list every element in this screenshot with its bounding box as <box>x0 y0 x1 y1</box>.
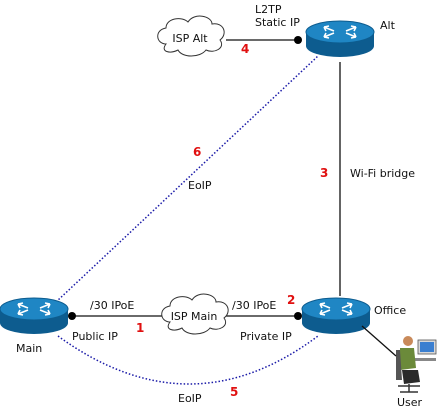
link6-label: EoIP <box>188 179 212 192</box>
link-office-user <box>361 325 397 357</box>
port-main <box>68 312 76 320</box>
isp-alt-cloud: ISP Alt <box>157 15 225 57</box>
port-office <box>294 312 302 320</box>
router-main <box>0 297 69 335</box>
link2-ipoe: /30 IPoE <box>232 299 276 312</box>
link4-label-line2: Static IP <box>255 16 300 29</box>
port-alt <box>294 36 302 44</box>
isp-main-label: ISP Main <box>171 310 218 323</box>
link1-ipoe: /30 IPoE <box>90 299 134 312</box>
router-alt <box>305 20 375 58</box>
label-user: User <box>397 396 423 409</box>
link3-label: Wi-Fi bridge <box>350 167 415 180</box>
link1-ip: Public IP <box>72 330 118 343</box>
link1-number: 1 <box>136 321 144 335</box>
link3-number: 3 <box>320 166 328 180</box>
label-main: Main <box>16 342 42 355</box>
label-office: Office <box>374 304 406 317</box>
tunnel-main-alt <box>55 55 319 303</box>
user-icon <box>396 336 437 393</box>
link2-number: 2 <box>287 293 295 307</box>
isp-main-cloud: ISP Main <box>161 293 229 335</box>
link6-number: 6 <box>193 145 201 159</box>
label-alt: Alt <box>380 19 396 32</box>
link2-ip: Private IP <box>240 330 292 343</box>
isp-alt-label: ISP Alt <box>172 32 208 45</box>
link4-number: 4 <box>241 42 249 56</box>
tunnel-main-office <box>57 335 319 385</box>
link5-label: EoIP <box>178 392 202 405</box>
link5-number: 5 <box>230 385 238 399</box>
router-office <box>301 297 371 335</box>
link4-label-line1: L2TP <box>255 3 282 16</box>
